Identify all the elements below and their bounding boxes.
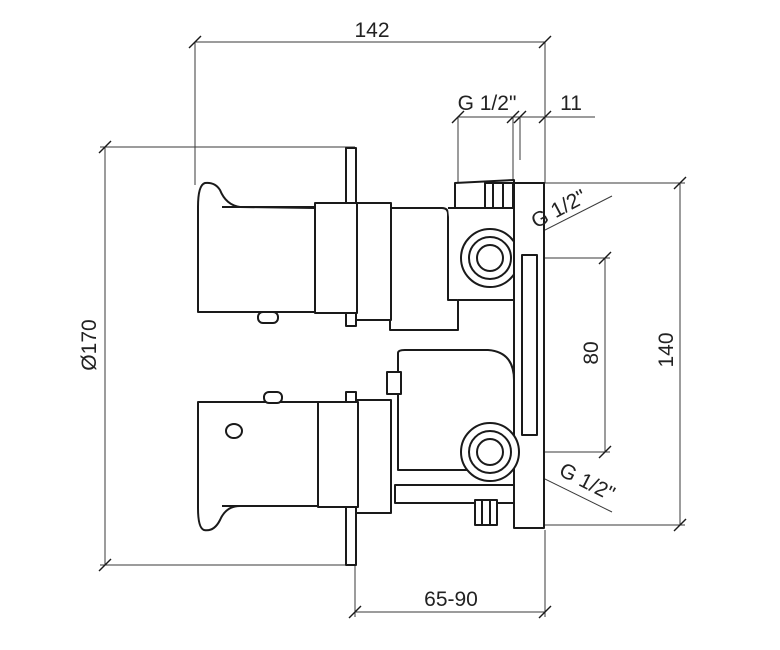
lower-body-screw [386,371,402,395]
upper-handle-screw [257,311,279,324]
top-nut [484,182,514,209]
valve-body [386,179,545,529]
lower-handle-screw [263,391,283,404]
lower-lever [197,401,319,532]
dim-offset-right: 11 [560,92,582,115]
upper-handle [197,181,392,324]
lower-handle-hole [225,423,243,439]
dim-body-height: 140 [655,332,678,367]
dim-overall-width: 142 [354,19,389,42]
bottom-nut [474,499,498,526]
dim-thread-top: G 1/2" [458,92,517,115]
upper-body [389,207,459,331]
bottom-bracket [394,484,515,504]
dim-outlet-spacing: 80 [580,341,603,364]
lower-handle [197,391,392,532]
dim-install-depth: 65-90 [424,588,478,611]
dim-thread-lower-outlet: G 1/2" [556,459,619,506]
dimension-lines [98,35,687,619]
upper-lever [197,181,316,313]
dim-plate-diameter: Ø170 [78,319,101,370]
